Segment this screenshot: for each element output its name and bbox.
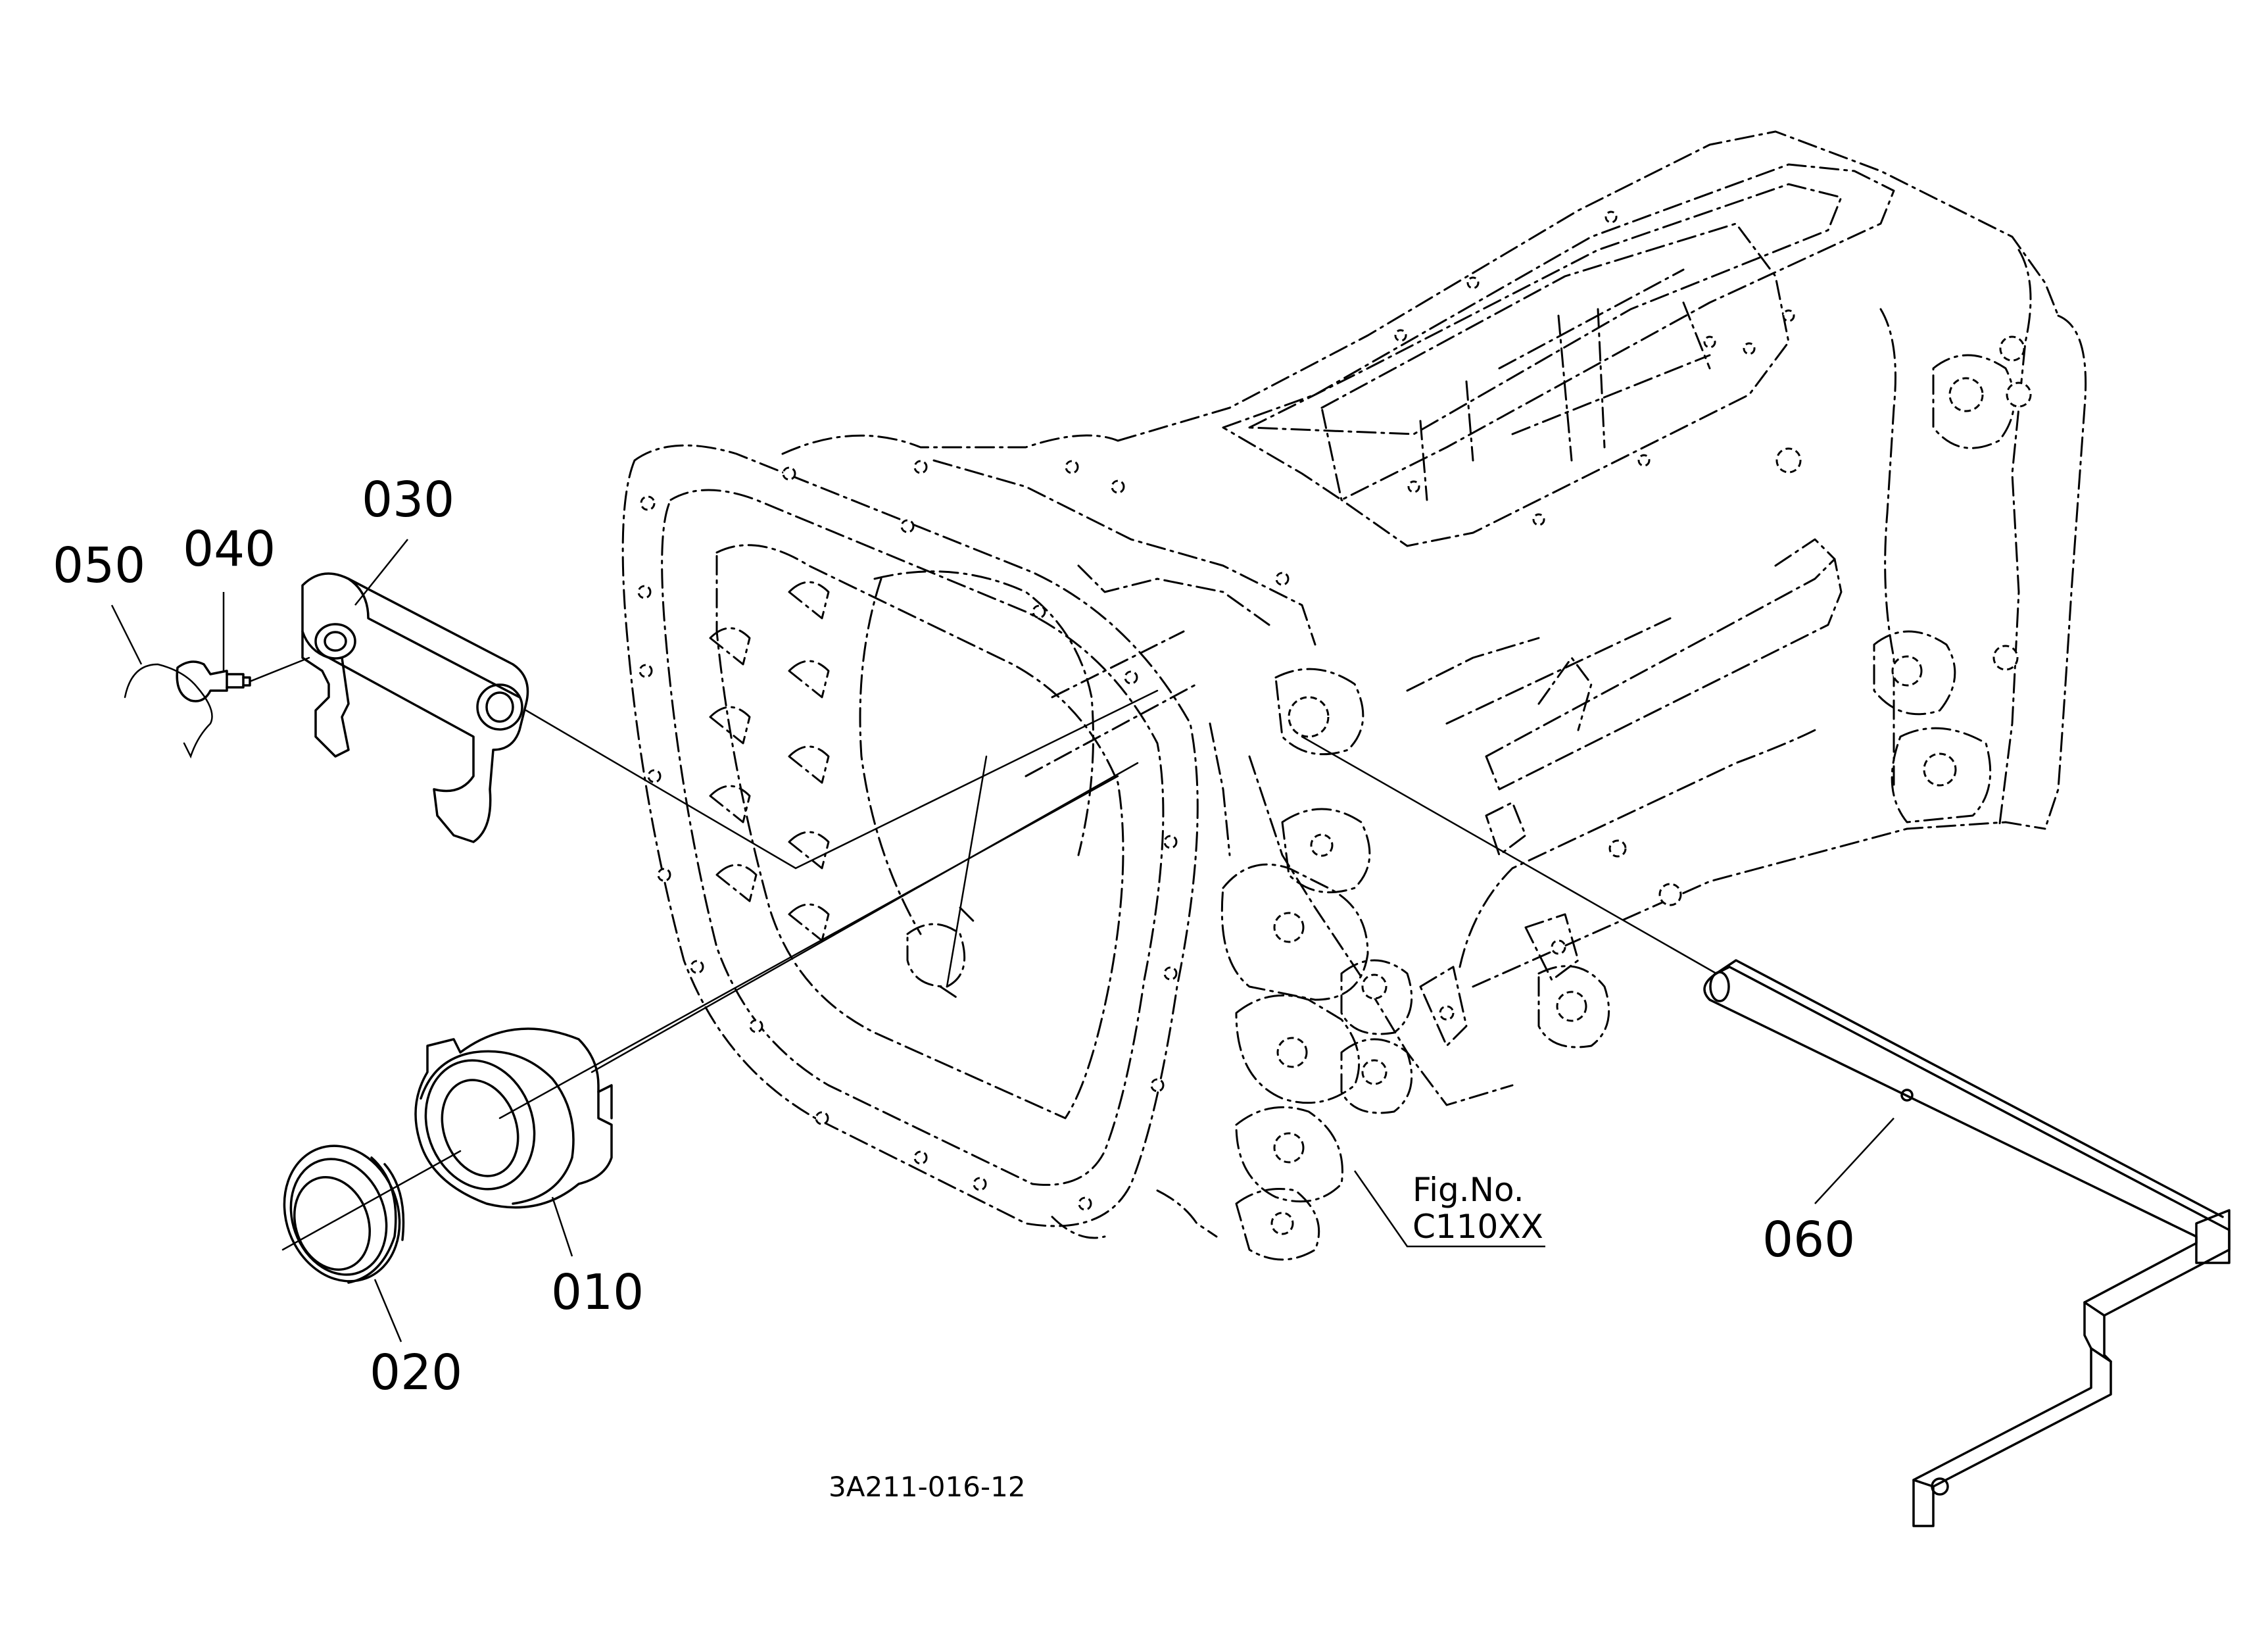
part-number-labels: 030 040 050 010 020 060 — [53, 472, 1855, 1401]
label-050: 050 — [53, 537, 145, 594]
part-030-release-fork — [301, 572, 529, 843]
fig-no-value: C110XX — [1412, 1208, 1543, 1246]
leader-lines — [110, 539, 1894, 1342]
drawing-code: 3A211-016-12 — [829, 1471, 1026, 1503]
label-030: 030 — [362, 472, 454, 528]
fig-no-label: Fig.No. — [1412, 1171, 1524, 1209]
part-060-clutch-shaft — [1703, 959, 2231, 1527]
label-040: 040 — [183, 521, 276, 578]
label-010: 010 — [551, 1264, 644, 1321]
part-040-pin — [176, 656, 310, 702]
figure-number-box: Fig.No. C110XX — [1412, 1171, 1543, 1246]
part-010-release-hub — [414, 1027, 613, 1209]
transmission-housing — [621, 130, 2087, 1261]
part-020-seal-ring — [283, 1144, 405, 1284]
label-060: 060 — [1762, 1212, 1855, 1268]
label-020: 020 — [370, 1344, 462, 1401]
part-050-wire — [124, 663, 213, 759]
assembly-lines — [281, 689, 1718, 1251]
